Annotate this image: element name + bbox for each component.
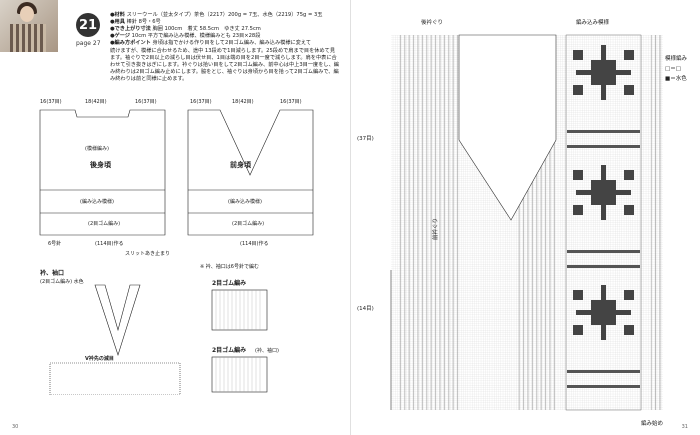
rib-chart-2: [211, 356, 268, 393]
materials-info: ●材料 スリーウール（並太タイプ）茶色（2217）200g = 7玉、水色（22…: [110, 12, 340, 83]
rib-chart-title-2: 2目ゴム編み: [212, 346, 246, 354]
point-row: ●編み方ポイント 身頃は指でかける作り目をして2目ゴム編み、編み込み模様に変えて: [110, 40, 312, 46]
vertical-neck-label: 前衿ぐり: [431, 218, 439, 240]
slit-note: スリットあき止まり: [125, 250, 170, 257]
model-vest: [10, 24, 46, 52]
measure-label: 18(42目): [232, 99, 254, 105]
instruction-text: 続けますが、模様に合わせるため、途中 13段めで1目減らします。25段めで肩まで…: [110, 48, 339, 82]
legend-pattern: 模様編み: [665, 54, 688, 62]
needle-note: 6号針: [48, 240, 61, 247]
needle-size-note: ※ 衿、袖口は6号針で編む: [200, 263, 259, 270]
motif-3: [573, 285, 634, 340]
pattern-knit-label: (模様編み): [85, 145, 109, 152]
v-neck-title: V衿先の減目: [85, 355, 114, 362]
pattern-number-badge: 21: [76, 13, 100, 37]
left-page: 21 page 27 ●材料 スリーウール（並太タイプ）茶色（2217）200g…: [0, 0, 351, 435]
right-page: 後衿ぐり 編み込み模様 (37目) (14目) 編み始め 模様編み □＝□ ■＝…: [351, 0, 700, 435]
v-neck-chart: [49, 362, 181, 395]
tools-row: ●用具 棒針 8号・6号: [110, 19, 161, 25]
chart-body: [390, 34, 663, 411]
border-checks: [567, 130, 640, 388]
knitting-chart: 後衿ぐり 編み込み模様 (37目) (14目) 編み始め 模様編み □＝□ ■＝…: [357, 18, 688, 427]
rib-chart-lines: [215, 290, 261, 392]
top-label-right: 編み込み模様: [576, 18, 610, 26]
garment-schematic: 16(37目) 18(42目) 16(37目) 16(37目) 18(42目) …: [39, 99, 314, 395]
measure-label: 18(42目): [85, 99, 107, 105]
measure-37-label: (37目): [357, 135, 374, 142]
colorwork-label-front: (編み込み模様): [228, 198, 262, 205]
measure-label: 16(37目): [280, 99, 302, 105]
rib-chart-title: 2目ゴム編み: [212, 279, 246, 287]
measure-label: 16(37目): [135, 99, 157, 105]
front-body-outline: [187, 109, 314, 236]
measure-14-label: (14目): [357, 305, 374, 312]
legend-blank: □＝□: [665, 66, 681, 72]
model-face: [20, 6, 34, 22]
rib-chart-sub: (衿、袖口): [255, 347, 279, 354]
gauge-row: ●ゲージ 10cm 平方で編み込み模様、模様編みとも 23目×28段: [110, 33, 261, 39]
top-label-left: 後衿ぐり: [421, 18, 443, 26]
legend-blue: ■＝水色: [665, 74, 687, 82]
measure-label: 16(37目): [190, 99, 212, 105]
start-label: 編み始め: [641, 419, 663, 427]
right-edge-column: [651, 35, 661, 410]
front-body-label: 前身頃: [230, 160, 252, 169]
model-photo: [0, 0, 58, 52]
motif-1: [573, 45, 634, 100]
size-row: ●でき上がり寸法 胸囲 100cm 着丈 58.5cm ゆき丈 27.5cm: [110, 26, 261, 32]
rib-chart-1: [211, 289, 268, 331]
rib-label-front: (2目ゴム編み): [232, 220, 264, 227]
page-number-right: 31: [681, 424, 688, 430]
measure-label: 16(37目): [40, 99, 62, 105]
colorwork-label: (編み込み模様): [80, 198, 114, 205]
neck-detail-outline: [94, 284, 141, 356]
back-body-label: 後身頃: [89, 160, 112, 169]
materials-row: ●材料 スリーウール（並太タイプ）茶色（2217）200g = 7玉、水色（22…: [110, 12, 323, 18]
page-reference: page 27: [76, 40, 101, 47]
colorwork-motifs: [567, 45, 640, 388]
page-number-left: 30: [12, 424, 19, 430]
neck-sleeve-title: 衿、袖口: [40, 269, 64, 277]
measure-114-label: (114目)作る: [95, 240, 123, 247]
rib-label: (2目ゴム編み): [88, 220, 120, 227]
back-body-outline: [39, 109, 166, 236]
motif-2: [573, 165, 634, 220]
measure-114-label-front: (114目)作る: [240, 240, 268, 247]
neck-rib-label: (2目ゴム編み) 水色: [40, 278, 84, 285]
